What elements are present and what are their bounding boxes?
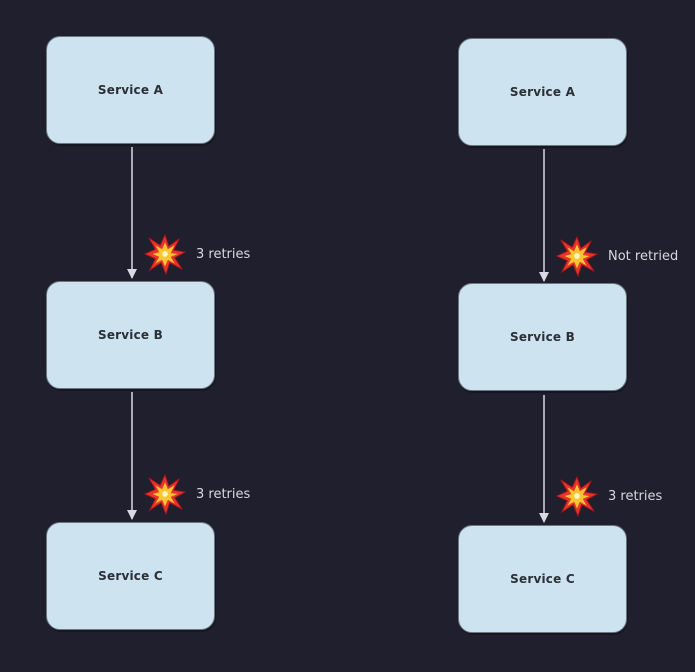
- edge-label: Not retried: [608, 248, 679, 264]
- node-label: Service C: [98, 569, 163, 583]
- collision-icon: [556, 475, 598, 517]
- left-edge-annotation-2: 3 retries: [144, 473, 250, 515]
- left-node-service-a: Service A: [46, 36, 215, 144]
- right-edge-annotation-2: 3 retries: [556, 475, 662, 517]
- left-edge-annotation-1: 3 retries: [144, 233, 250, 275]
- left-node-service-b: Service B: [46, 281, 215, 389]
- edge-label: 3 retries: [196, 486, 251, 502]
- right-node-service-a: Service A: [458, 38, 627, 146]
- collision-icon: [144, 233, 186, 275]
- right-node-service-c: Service C: [458, 525, 627, 633]
- edge-label: 3 retries: [608, 488, 663, 504]
- node-label: Service A: [509, 85, 576, 99]
- collision-icon: [144, 473, 186, 515]
- node-label: Service B: [509, 330, 575, 344]
- right-node-service-b: Service B: [458, 283, 627, 391]
- collision-icon: [556, 235, 598, 277]
- edge-label: 3 retries: [196, 246, 251, 262]
- right-edge-annotation-1: Not retried: [556, 235, 678, 277]
- node-label: Service C: [510, 572, 575, 586]
- left-node-service-c: Service C: [46, 522, 215, 630]
- node-label: Service B: [97, 328, 163, 342]
- node-label: Service A: [97, 83, 164, 97]
